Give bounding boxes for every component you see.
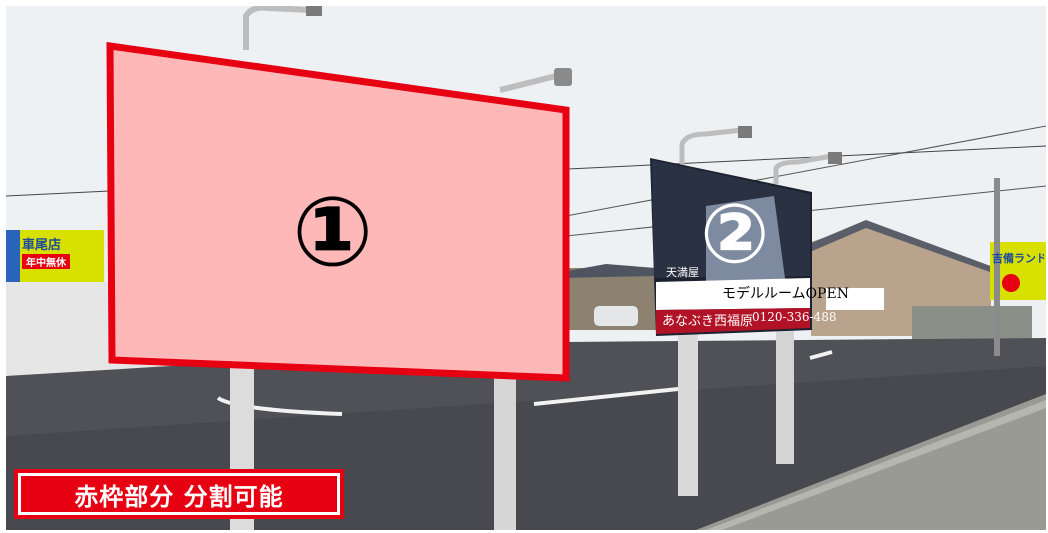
shop-sign-left-sub: 年中無休	[22, 254, 70, 269]
sign-one-right-pole	[494, 376, 516, 530]
billboard-two-label: ②	[700, 187, 770, 282]
caption-text: 赤枠部分 分割可能	[74, 482, 284, 511]
billboard-one-highlight	[106, 41, 570, 382]
billboard-two-headline: モデルルームOPEN	[722, 286, 849, 302]
billboard-two-small-text: 天満屋	[666, 266, 699, 279]
sign-two-left-pole	[678, 332, 698, 496]
billboard-two-company: あなぶき西福原	[662, 314, 754, 329]
parking-lot-photo: ① ② モデルルームOPEN あなぶき西福原 0120-336-488 天満屋 …	[6, 6, 1046, 530]
billboard-one-label: ①	[292, 176, 374, 288]
caption-box: 赤枠部分 分割可能	[14, 469, 344, 519]
billboard-two	[650, 158, 812, 336]
shop-sign-right-name: 吉備ランド	[992, 252, 1044, 265]
photo-scene	[6, 6, 1046, 530]
billboard-two-phone: 0120-336-488	[752, 310, 837, 324]
shop-sign-left-name: 車尾店	[22, 238, 62, 253]
sign-two-right-pole	[776, 328, 794, 464]
